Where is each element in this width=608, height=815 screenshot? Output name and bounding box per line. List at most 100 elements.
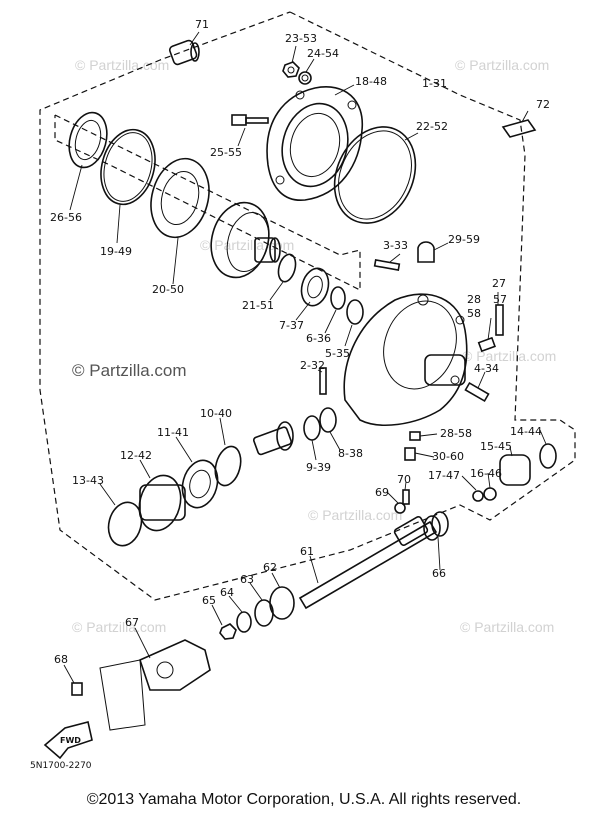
callout-30-60: 30-60 xyxy=(432,450,464,463)
bolt-68 xyxy=(71,682,83,696)
callout-24-54: 24-54 xyxy=(307,47,339,60)
forward-arrow: FWD xyxy=(43,721,93,760)
gasket-outline xyxy=(99,659,146,731)
callout-10-40: 10-40 xyxy=(200,407,232,420)
dowel-27 xyxy=(495,304,504,336)
callout-29-59: 29-59 xyxy=(448,233,480,246)
shim-8 xyxy=(319,407,337,433)
shim-6 xyxy=(330,286,346,310)
callout-12-42: 12-42 xyxy=(120,449,152,462)
shim-9 xyxy=(303,415,321,441)
oring-10 xyxy=(214,445,242,487)
callout-6-36: 6-36 xyxy=(306,332,331,345)
washer-16 xyxy=(483,487,497,501)
callout-21-51: 21-51 xyxy=(242,299,274,312)
callout-7-37: 7-37 xyxy=(279,319,304,332)
oring-19 xyxy=(100,128,156,206)
washer-64 xyxy=(236,611,252,633)
callout-62: 62 xyxy=(263,561,277,574)
spring-66 xyxy=(423,511,449,541)
copyright-notice: ©2013 Yamaha Motor Corporation, U.S.A. A… xyxy=(86,791,522,808)
callout-23-53: 23-53 xyxy=(285,32,317,45)
callout-20-50: 20-50 xyxy=(152,283,184,296)
watermark: © Partzilla.com xyxy=(455,57,549,73)
bolt-25 xyxy=(231,114,269,126)
watermark: © Partzilla.com xyxy=(308,507,402,523)
watermark: © Partzilla.com xyxy=(72,361,187,380)
stud-2 xyxy=(319,367,327,395)
drive-shaft-61 xyxy=(298,516,438,610)
callout-17-47: 17-47 xyxy=(428,469,460,482)
collar-5 xyxy=(346,299,364,325)
callout-26-56: 26-56 xyxy=(50,211,82,224)
callout-67: 67 xyxy=(125,616,139,629)
watermark: © Partzilla.com xyxy=(460,619,554,635)
stud-3 xyxy=(373,259,401,271)
callout-4-34: 4-34 xyxy=(474,362,499,375)
nut-23 xyxy=(282,61,300,78)
circlip-69 xyxy=(394,502,406,514)
leader-lines xyxy=(63,31,547,684)
plate-72 xyxy=(501,119,537,138)
callout-labels: 71 23-53 24-54 18-48 1-31 72 22-52 25-55… xyxy=(50,18,550,666)
callout-28-58: 28-58 xyxy=(440,427,472,440)
callout-58: 58 xyxy=(467,307,481,320)
callout-71: 71 xyxy=(195,18,209,31)
oring-13 xyxy=(107,501,143,547)
bearing-housing-18 xyxy=(266,86,364,201)
shim-21 xyxy=(277,253,297,283)
housing-group-boundary xyxy=(39,11,576,601)
callout-70: 70 xyxy=(397,473,411,486)
callout-25-55: 25-55 xyxy=(210,146,242,159)
pinion-gear-10 xyxy=(252,421,294,456)
callout-16-46: 16-46 xyxy=(470,467,502,480)
callout-61: 61 xyxy=(300,545,314,558)
callout-9-39: 9-39 xyxy=(306,461,331,474)
callout-5-35: 5-35 xyxy=(325,347,350,360)
watermark: © Partzilla.com xyxy=(72,619,166,635)
plug-28 xyxy=(409,431,421,441)
callout-65: 65 xyxy=(202,594,216,607)
washer-24 xyxy=(298,71,312,85)
callout-18-48: 18-48 xyxy=(355,75,387,88)
bolt-70 xyxy=(402,489,410,505)
washer-63 xyxy=(254,599,274,627)
bearing-11 xyxy=(181,459,219,509)
bearing-71 xyxy=(168,39,200,66)
watermark: © Partzilla.com xyxy=(75,57,169,73)
callout-1-31: 1-31 xyxy=(422,77,447,90)
callout-22-52: 22-52 xyxy=(416,120,448,133)
bearing-7 xyxy=(300,267,330,307)
callout-57: 57 xyxy=(493,293,507,306)
watermark: © Partzilla.com xyxy=(462,348,556,364)
drain-bolt-30 xyxy=(404,447,416,461)
stud-4 xyxy=(464,381,490,403)
bearing-14 xyxy=(539,443,557,469)
callout-72: 72 xyxy=(536,98,550,111)
drive-flange-67 xyxy=(139,639,211,691)
callout-66: 66 xyxy=(432,567,446,580)
callout-64: 64 xyxy=(220,586,234,599)
final-gear-case-1 xyxy=(343,293,468,426)
callout-68: 68 xyxy=(54,653,68,666)
callout-14-44: 14-44 xyxy=(510,425,542,438)
breather-29 xyxy=(417,241,435,263)
diagram-code: 5N1700-2270 xyxy=(30,761,92,771)
svg-text:FWD: FWD xyxy=(60,736,81,745)
ring-gear-7 xyxy=(210,201,281,279)
bearing-housing-12 xyxy=(138,474,186,532)
callout-3-33: 3-33 xyxy=(383,239,408,252)
sleeve-15 xyxy=(499,454,531,486)
callout-28: 28 xyxy=(467,293,481,306)
callout-27: 27 xyxy=(492,277,506,290)
callout-13-43: 13-43 xyxy=(72,474,104,487)
oring-22 xyxy=(333,126,417,224)
callout-8-38: 8-38 xyxy=(338,447,363,460)
callout-15-45: 15-45 xyxy=(480,440,512,453)
nut-17 xyxy=(472,490,484,502)
oil-seal-26 xyxy=(68,111,108,169)
nut-65 xyxy=(219,623,237,640)
callout-69: 69 xyxy=(375,486,389,499)
callout-11-41: 11-41 xyxy=(157,426,189,439)
